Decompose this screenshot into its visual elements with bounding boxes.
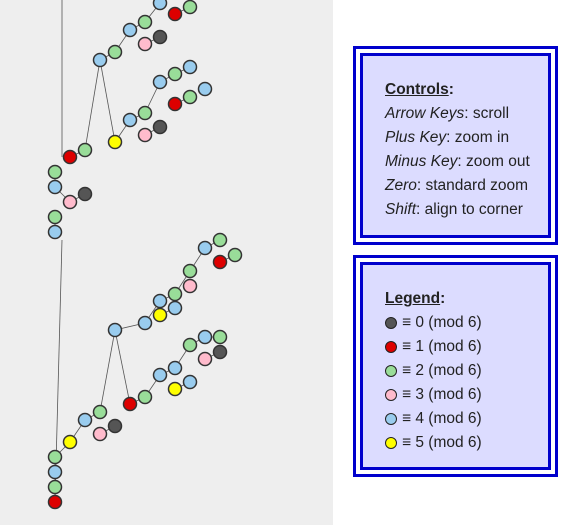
tree-node [152,74,168,90]
tree-node [182,263,198,279]
tree-node [92,404,108,420]
legend-swatch [385,413,397,425]
tree-node [122,22,138,38]
tree-node [182,337,198,353]
tree-node [167,381,183,397]
tree-node [197,329,213,345]
tree-node [47,449,63,465]
tree-node [107,44,123,60]
tree-node [47,179,63,195]
tree-node [182,278,198,294]
tree-node [137,14,153,30]
tree-node [137,389,153,405]
tree-node [107,418,123,434]
legend-item-mod2: ≡ 2 (mod 6) [385,359,548,383]
legend-item-mod4: ≡ 4 (mod 6) [385,407,548,431]
tree-node [107,322,123,338]
tree-node [47,224,63,240]
tree-node [62,434,78,450]
controls-panel-inner: Controls: Arrow Keys: scroll Plus Key: z… [360,53,551,238]
legend-item-mod0: ≡ 0 (mod 6) [385,311,548,335]
tree-node [167,6,183,22]
tree-node [182,0,198,15]
tree-edge [99,59,116,143]
legend-item-mod3: ≡ 3 (mod 6) [385,383,548,407]
legend-item-mod1: ≡ 1 (mod 6) [385,335,548,359]
tree-node [212,329,228,345]
tree-edge [84,59,101,151]
tree-node [167,286,183,302]
control-minus-key: Minus Key: zoom out [385,153,530,170]
legend-swatch [385,389,397,401]
tree-node [152,119,168,135]
tree-node [122,396,138,412]
legend-title: Legend: [385,290,446,307]
tree-node [182,89,198,105]
legend-swatch [385,365,397,377]
tree-node [212,232,228,248]
legend-swatch [385,437,397,449]
legend-panel: Legend: ≡ 0 (mod 6) ≡ 1 (mod 6) ≡ 2 (mod… [353,255,558,477]
tree-node [137,127,153,143]
tree-node [47,164,63,180]
tree-node [77,412,93,428]
control-plus-key: Plus Key: zoom in [385,129,510,146]
tree-node [152,307,168,323]
tree-node [182,374,198,390]
collatz-tree-diagram[interactable] [0,0,333,525]
controls-panel: Controls: Arrow Keys: scroll Plus Key: z… [353,46,558,245]
legend-item-mod5: ≡ 5 (mod 6) [385,431,548,455]
tree-node [152,293,168,309]
legend-panel-inner: Legend: ≡ 0 (mod 6) ≡ 1 (mod 6) ≡ 2 (mod… [360,262,551,470]
tree-node [182,59,198,75]
control-zero-key: Zero: standard zoom [385,177,529,194]
tree-node [197,351,213,367]
control-arrow-keys: Arrow Keys: scroll [385,105,510,122]
tree-node [197,81,213,97]
tree-node [167,66,183,82]
tree-node [152,367,168,383]
tree-node [152,0,168,11]
legend-swatch [385,341,397,353]
tree-node [137,315,153,331]
tree-edge [114,329,131,405]
tree-node [227,247,243,263]
tree-node [47,479,63,495]
tree-node [212,344,228,360]
tree-node [152,29,168,45]
tree-node [212,254,228,270]
tree-node [92,426,108,442]
tree-node [107,134,123,150]
tree-node [92,52,108,68]
tree-node [47,494,63,510]
tree-node [122,112,138,128]
tree-node [77,186,93,202]
control-shift-key: Shift: align to corner [385,201,523,218]
legend-swatch [385,317,397,329]
tree-node [77,142,93,158]
tree-node [167,300,183,316]
tree-node [167,360,183,376]
tree-node [47,209,63,225]
tree-node [62,149,78,165]
tree-node [197,240,213,256]
tree-node [47,464,63,480]
tree-edge [99,329,116,413]
tree-canvas[interactable] [0,0,333,525]
tree-node [137,105,153,121]
tree-node [167,96,183,112]
controls-title: Controls: [385,81,454,98]
tree-node [137,36,153,52]
tree-node [62,194,78,210]
